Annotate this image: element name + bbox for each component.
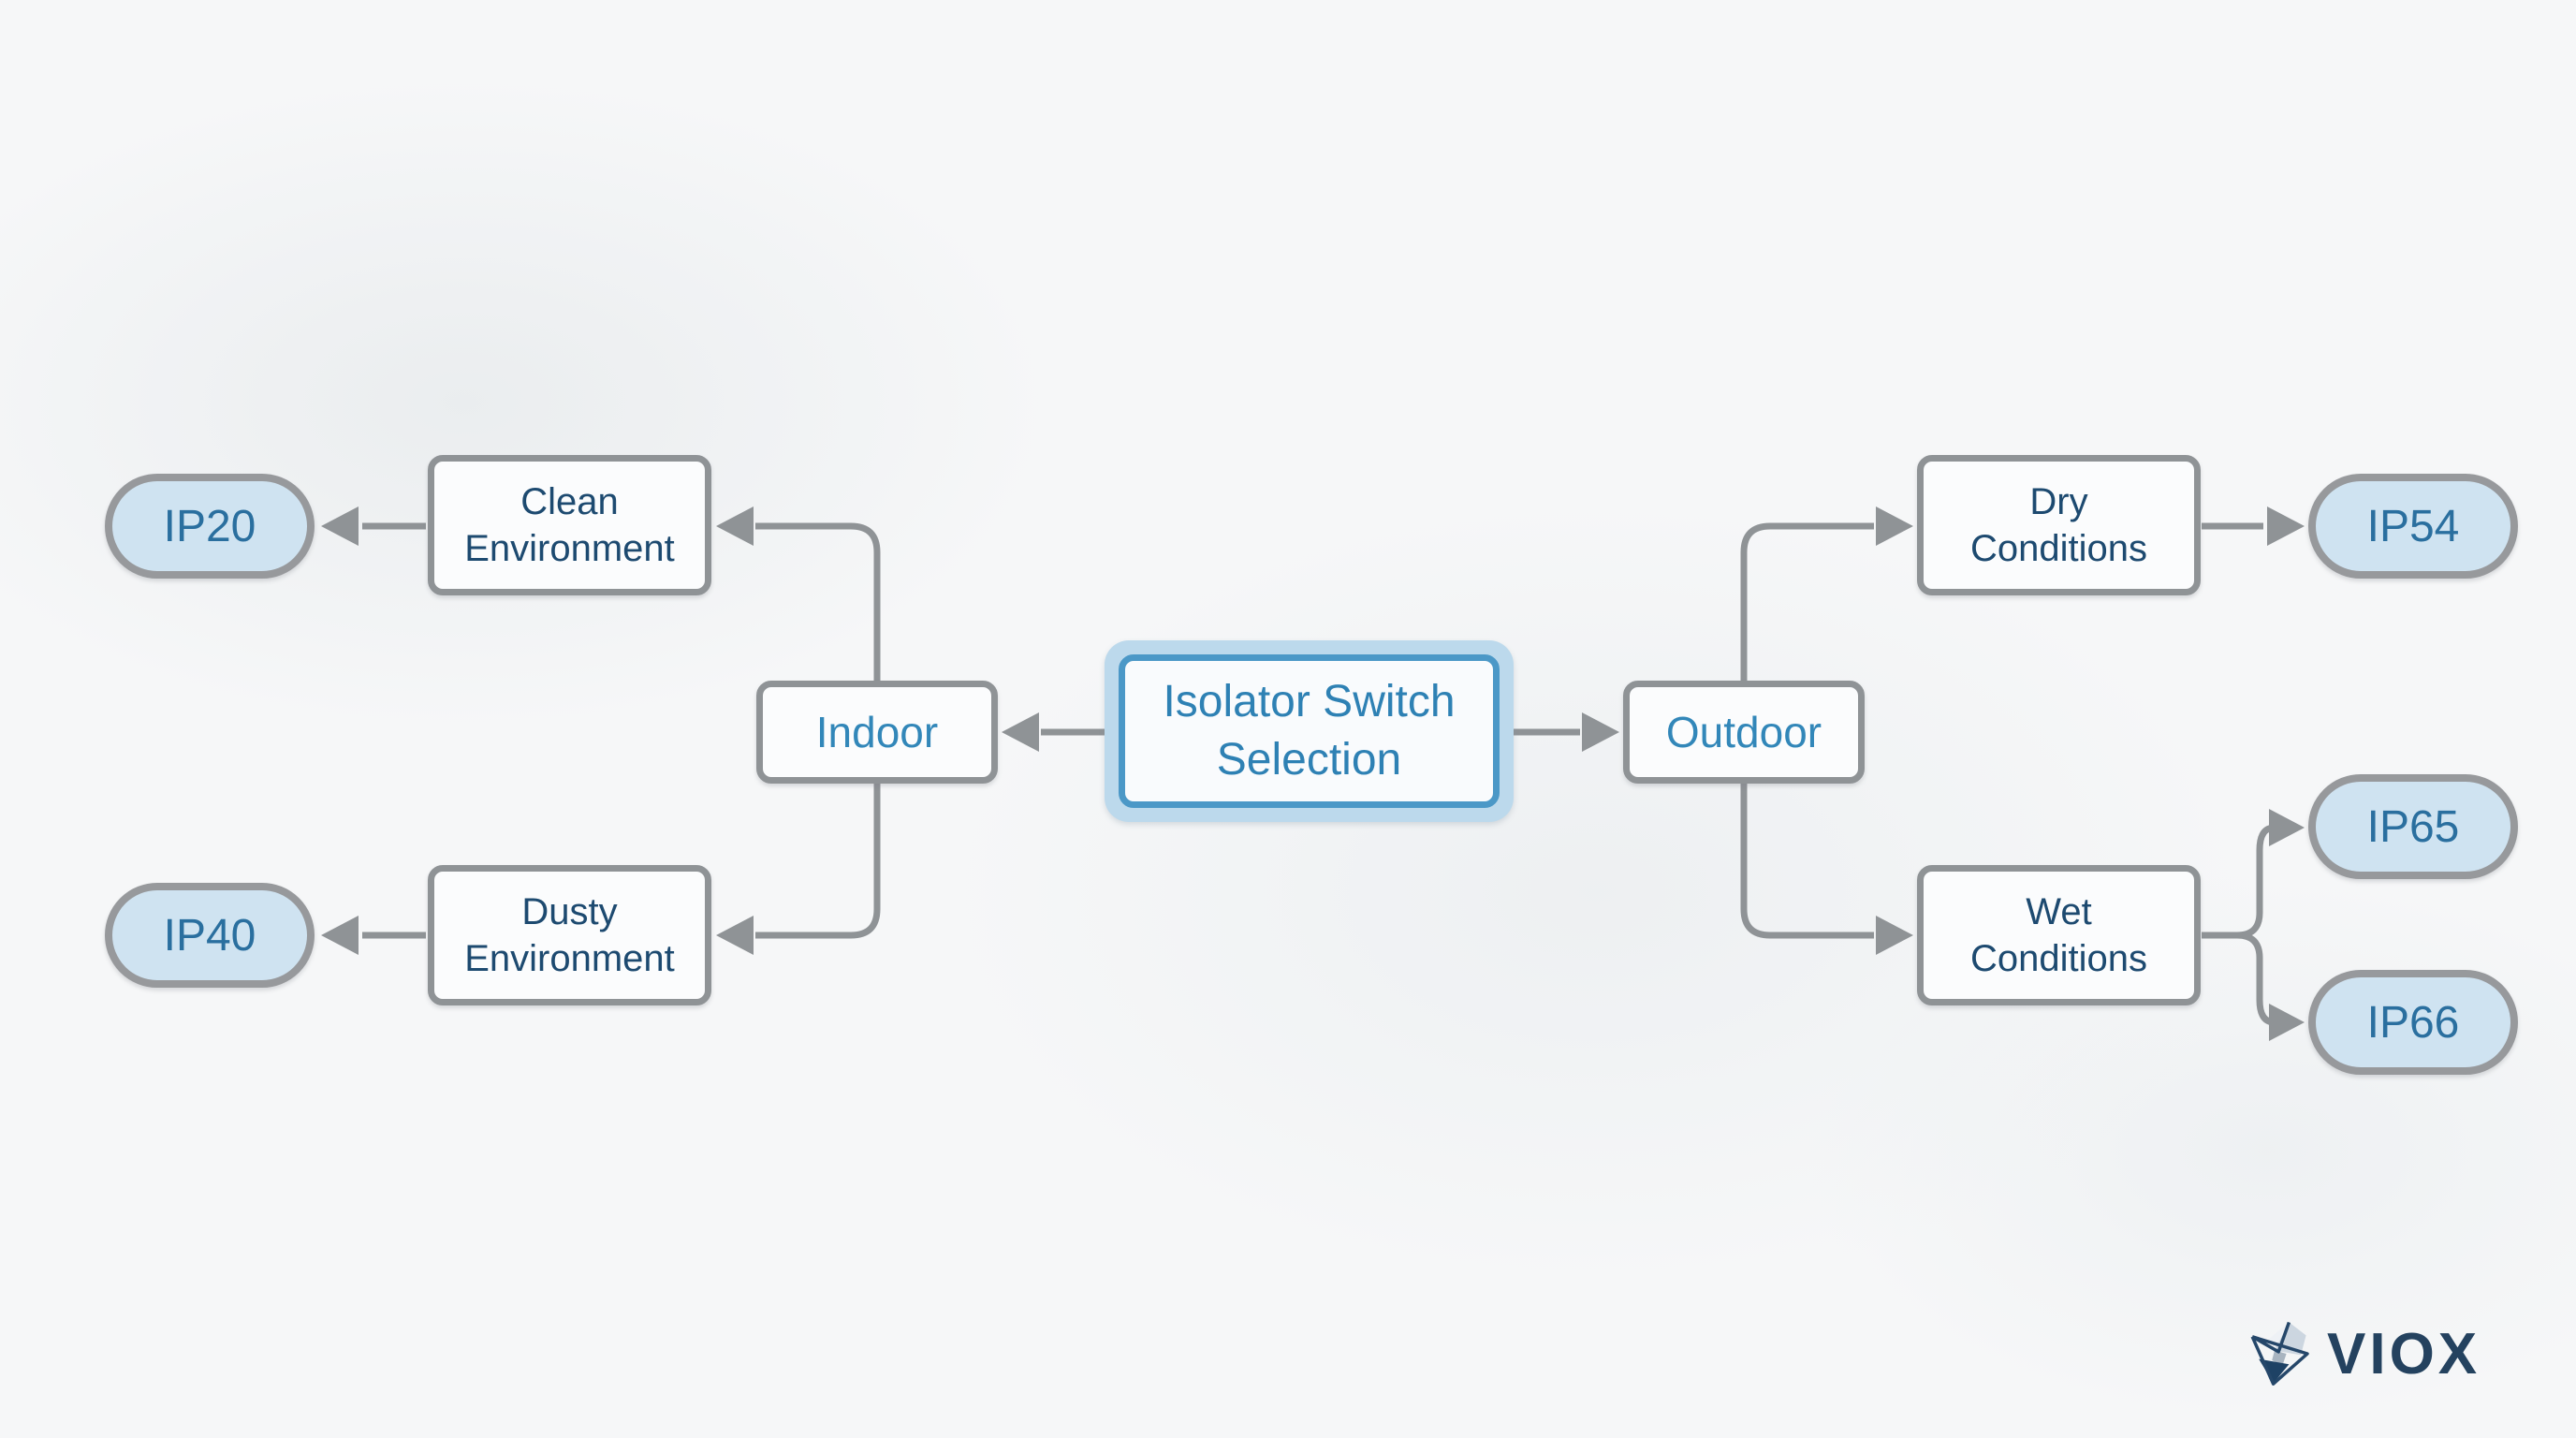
node-outdoor-label: Outdoor (1665, 708, 1822, 756)
arrowhead-into-ip66 (2269, 1004, 2305, 1041)
arrowhead-into-indoor (1002, 712, 1039, 752)
node-dusty-environment-label: Dusty Environment (464, 891, 675, 979)
node-ip54: IP54 (2308, 474, 2518, 579)
arrowhead-into-ip20 (321, 506, 359, 546)
node-dry-conditions-label: Dry Conditions (1969, 481, 2147, 569)
viox-gem-icon (2250, 1321, 2309, 1386)
node-wet-conditions: Wet Conditions (1917, 865, 2201, 1005)
arrowhead-into-ip65 (2269, 809, 2305, 846)
node-ip66-label: IP66 (2366, 997, 2460, 1048)
node-clean-environment: Clean Environment (428, 455, 711, 595)
edge-outdoor-wet (1740, 782, 1874, 939)
node-ip40-label: IP40 (163, 910, 256, 961)
node-ip65-label: IP65 (2366, 801, 2460, 852)
arrowhead-into-outdoor (1582, 712, 1619, 752)
arrowhead-into-dusty (716, 916, 754, 955)
node-ip54-label: IP54 (2366, 501, 2460, 551)
arrowhead-into-ip40 (321, 916, 359, 955)
arrowhead-into-ip54 (2267, 506, 2305, 546)
edge-indoor-dusty (755, 782, 881, 939)
edge-wet-ip65 (2202, 824, 2276, 939)
edge-wet-ip66 (2202, 932, 2276, 1026)
node-ip20: IP20 (105, 474, 315, 579)
node-indoor: Indoor (756, 681, 998, 784)
node-dry-conditions: Dry Conditions (1917, 455, 2201, 595)
node-wet-conditions-label: Wet Conditions (1969, 891, 2147, 979)
node-clean-environment-label: Clean Environment (464, 481, 675, 569)
node-ip66: IP66 (2308, 970, 2518, 1075)
root-node-label: Isolator Switch Selection (1163, 676, 1456, 785)
viox-logo: VIOX (2248, 1313, 2481, 1395)
arrowhead-into-clean (716, 506, 754, 546)
edge-outdoor-dry (1740, 522, 1874, 682)
root-node-isolator-switch-selection: Isolator Switch Selection (1119, 654, 1500, 808)
node-ip40: IP40 (105, 883, 315, 988)
node-ip65: IP65 (2308, 774, 2518, 879)
node-ip20-label: IP20 (163, 501, 256, 551)
node-indoor-label: Indoor (815, 708, 939, 756)
root-node-halo: Isolator Switch Selection (1105, 640, 1514, 822)
arrowhead-into-dry (1876, 506, 1913, 546)
viox-logo-text: VIOX (2327, 1321, 2481, 1387)
arrowhead-into-wet (1876, 916, 1913, 955)
node-outdoor: Outdoor (1623, 681, 1865, 784)
node-dusty-environment: Dusty Environment (428, 865, 711, 1005)
edge-indoor-clean (755, 522, 881, 682)
